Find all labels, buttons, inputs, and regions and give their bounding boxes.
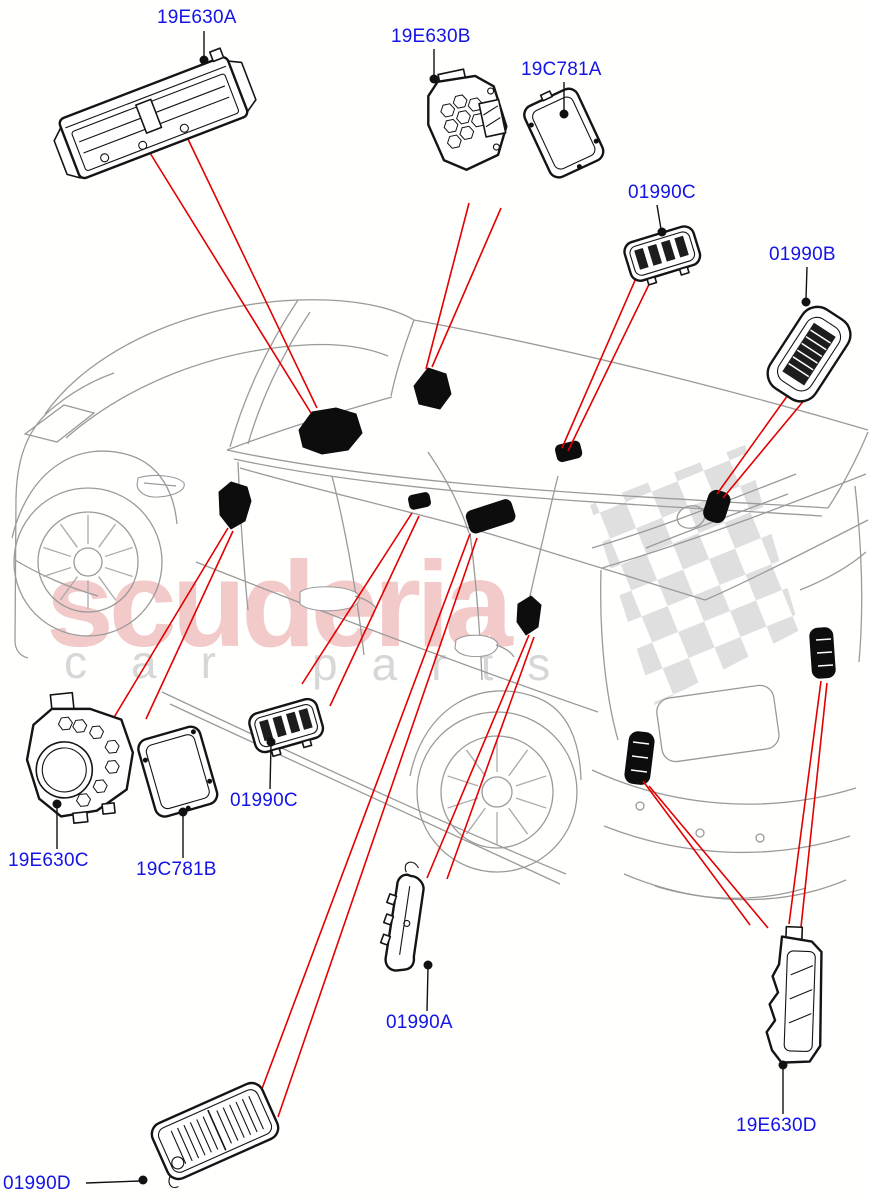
part-label-01990D[interactable]: 01990D — [3, 1173, 71, 1194]
part-drawing-19C781B[interactable] — [136, 724, 220, 819]
installed-vent-c-pillar — [516, 595, 542, 636]
checkered-flag-watermark — [590, 445, 800, 705]
part-label-19C781A[interactable]: 19C781A — [521, 59, 602, 80]
part-label-01990A[interactable]: 01990A — [386, 1012, 453, 1033]
part-drawing-19E630C[interactable] — [21, 687, 140, 827]
part-label-19E630D[interactable]: 19E630D — [736, 1115, 817, 1136]
pointer-01990D — [256, 533, 478, 1118]
pointer-19E630D-left — [642, 780, 769, 929]
pointer-01990C-door — [301, 512, 420, 707]
part-drawing-19C781A[interactable] — [519, 81, 607, 181]
part-drawing-01990B[interactable] — [761, 300, 857, 408]
installed-vent-roof-rear — [554, 440, 583, 463]
installed-trim-b-pillar — [465, 499, 516, 534]
watermark-word-parts: parts — [312, 638, 584, 690]
part-label-01990B[interactable]: 01990B — [769, 244, 836, 265]
pointer-19E630A — [149, 134, 318, 414]
vehicle-illustration — [11, 299, 869, 901]
part-drawing-01990D[interactable] — [145, 1079, 284, 1189]
part-label-19E630C[interactable]: 19E630C — [8, 850, 89, 871]
pointer-01990A — [426, 634, 535, 880]
part-label-01990C-roof[interactable]: 01990C — [628, 182, 696, 203]
part-drawing-19E630B[interactable] — [419, 63, 514, 176]
part-drawing-19E630D[interactable] — [765, 925, 825, 1064]
part-label-01990C-door[interactable]: 01990C — [230, 790, 298, 811]
part-label-19C781B[interactable]: 19C781B — [136, 859, 217, 880]
pointer-19E630B — [425, 202, 502, 370]
part-drawing-01990A[interactable] — [366, 859, 446, 976]
installed-vent-rear-bumper-left — [624, 731, 655, 785]
pointer-01990C-roof — [561, 268, 656, 452]
part-drawing-01990C-roof[interactable] — [622, 224, 704, 289]
installed-vent-front-header — [298, 407, 363, 455]
watermark-word-car: car — [64, 636, 260, 688]
installed-vent-front-door — [218, 481, 252, 530]
installed-vent-rear-door — [408, 492, 431, 510]
part-label-19E630B[interactable]: 19E630B — [391, 26, 471, 47]
label-leader-lines — [52, 31, 811, 1185]
pointer-19E630C — [112, 527, 234, 720]
part-drawing-19E630A[interactable] — [45, 43, 261, 184]
installed-parts — [218, 367, 836, 785]
part-drawing-01990C-door[interactable] — [247, 697, 327, 761]
watermark: scuderia car parts — [46, 445, 800, 705]
rear-wheel — [416, 711, 578, 873]
pointer-19E630D-right — [788, 680, 828, 928]
part-label-19E630A[interactable]: 19E630A — [157, 7, 237, 28]
installed-vent-rear-bumper-right — [809, 627, 836, 679]
installed-vent-roof-front — [413, 367, 452, 410]
installed-vent-rear-deck — [703, 489, 731, 524]
part-drawings — [21, 43, 857, 1189]
watermark-brand-text: scuderia — [46, 536, 514, 672]
front-wheel — [13, 487, 163, 637]
